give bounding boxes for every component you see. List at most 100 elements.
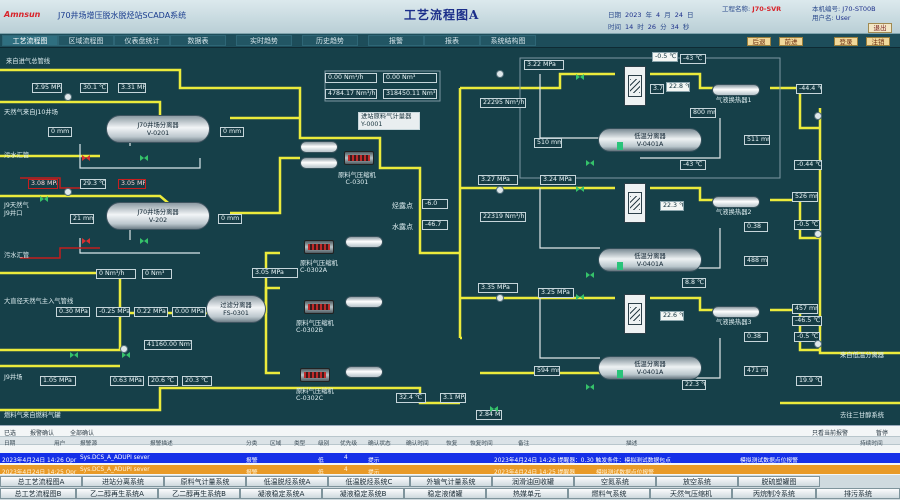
bnav-vent[interactable]: 放空系统 xyxy=(656,476,738,487)
col-desc[interactable]: 报警描述 xyxy=(150,441,173,447)
bnav-export-meter[interactable]: 外输气计量系统 xyxy=(410,476,492,487)
valve-green-8[interactable] xyxy=(586,384,594,390)
lt-separator-3[interactable]: 低温分离器 V-0401A xyxy=(598,356,702,380)
valve-green-11[interactable] xyxy=(576,294,584,300)
login-button[interactable]: 登录 xyxy=(834,37,858,46)
lt-separator-2[interactable]: 低温分离器 V-0401A xyxy=(598,248,702,272)
separator-v0201[interactable]: J70井场分离器 V-0201 xyxy=(106,115,210,143)
compressor-c0302b[interactable] xyxy=(304,300,334,314)
valve-green-5[interactable] xyxy=(122,352,130,358)
col-priority[interactable]: 优先级 xyxy=(340,441,358,447)
alarm-ack-button[interactable]: 报警确认 xyxy=(30,430,55,437)
col-area[interactable]: 区域 xyxy=(270,441,282,447)
bnav-drain[interactable]: 排污系统 xyxy=(816,488,900,499)
bnav-air-nitrogen[interactable]: 空氮系统 xyxy=(574,476,656,487)
bnav-raw-gas-meter[interactable]: 原料气计量系统 xyxy=(164,476,246,487)
instrument-7[interactable] xyxy=(496,70,504,78)
tab-process-flow[interactable]: 工艺流程图 xyxy=(2,35,58,46)
instrument-1[interactable] xyxy=(64,93,72,101)
instrument-8[interactable] xyxy=(496,186,504,194)
exit-button[interactable]: 退出 xyxy=(868,23,892,33)
col-duration[interactable]: 持续时间 xyxy=(860,441,883,447)
tab-area-flow[interactable]: 区域流程图 xyxy=(58,35,114,46)
valve-green-1[interactable] xyxy=(140,155,148,161)
hx-cooler-3[interactable] xyxy=(712,306,760,318)
tab-data-table[interactable]: 数据表 xyxy=(170,35,226,46)
bnav-oil-recovery[interactable]: 润滑油回收罐 xyxy=(492,476,574,487)
flow-meter-box[interactable]: 进站原料气计量器 Y-0001 xyxy=(358,112,420,130)
separator-v202[interactable]: J70井场分离器 V-202 xyxy=(106,202,210,230)
col-category[interactable]: 分类 xyxy=(246,441,258,447)
valve-green-7[interactable] xyxy=(586,272,594,278)
hx-cooler-2[interactable] xyxy=(712,196,760,208)
valve-green-3[interactable] xyxy=(40,196,48,202)
bnav-desulfur[interactable]: 脱硫塑罐图 xyxy=(738,476,820,487)
alarm-pause-button[interactable]: 暂停 xyxy=(876,430,889,437)
tab-system-structure[interactable]: 系统结构图 xyxy=(480,35,536,46)
bnav-fuel-gas[interactable]: 燃料气系统 xyxy=(568,488,650,499)
heat-exchanger-1[interactable] xyxy=(624,66,646,106)
col-level[interactable]: 级别 xyxy=(318,441,330,447)
col-recovery[interactable]: 恢复 xyxy=(446,441,458,447)
tab-gauge-stats[interactable]: 仪表盘统计 xyxy=(114,35,170,46)
instrument-9[interactable] xyxy=(496,294,504,302)
alarm-selected-label[interactable]: 已选 xyxy=(4,430,17,437)
col-description[interactable]: 描述 xyxy=(626,441,638,447)
col-ack-time[interactable]: 确认时间 xyxy=(406,441,429,447)
water-point-label: 水露点 xyxy=(392,223,413,231)
tab-realtime-trend[interactable]: 实时趋势 xyxy=(236,35,292,46)
valve-green-9[interactable] xyxy=(576,74,584,80)
heat-exchanger-2[interactable] xyxy=(624,183,646,223)
bnav-condensate-a[interactable]: 凝液稳定系统A xyxy=(240,488,322,499)
col-user[interactable]: 用户 xyxy=(54,441,66,447)
valve-red-2[interactable] xyxy=(82,238,90,244)
valve-green-10[interactable] xyxy=(576,186,584,192)
bnav-inlet-separation[interactable]: 进站分离系统 xyxy=(82,476,164,487)
alarm-row-2[interactable]: 2023年4月24日 14:25 Opr Sys.DCS_A_ADUPI sev… xyxy=(0,465,900,476)
back-button[interactable]: 后退 xyxy=(747,37,771,46)
instrument-3[interactable] xyxy=(120,345,128,353)
bnav-gas-compressor[interactable]: 天然气压缩机 xyxy=(650,488,732,499)
valve-red-1[interactable] xyxy=(82,155,90,161)
tab-history-trend[interactable]: 历史趋势 xyxy=(302,35,358,46)
alarm-row-1[interactable]: 2023年4月24日 14:26 Opr Sys.DCS_A_ADUPI sev… xyxy=(0,453,900,464)
col-ack-status[interactable]: 确认状态 xyxy=(368,441,391,447)
valve-green-2[interactable] xyxy=(140,238,148,244)
valve-green-6[interactable] xyxy=(586,160,594,166)
compressor-c0302a[interactable] xyxy=(304,240,334,254)
tab-report[interactable]: 报表 xyxy=(424,35,480,46)
bnav-stable-tank[interactable]: 稳定液储罐 xyxy=(404,488,486,499)
valve-green-12[interactable] xyxy=(490,406,498,412)
bnav-lt-deh-c[interactable]: 低温脱烃系统C xyxy=(328,476,410,487)
instrument-5[interactable] xyxy=(814,230,822,238)
logout-button[interactable]: 注销 xyxy=(866,37,890,46)
bnav-main-flow-a[interactable]: 总工艺流程图A xyxy=(0,476,82,487)
compressor-c0301[interactable] xyxy=(344,151,374,165)
lt-separator-1[interactable]: 低温分离器 V-0401A xyxy=(598,128,702,152)
p5-readout: 3.05 MPa xyxy=(252,268,298,278)
instrument-6[interactable] xyxy=(814,340,822,348)
bnav-main-flow-b[interactable]: 总工艺流程图B xyxy=(0,488,76,499)
col-type[interactable]: 类型 xyxy=(294,441,306,447)
alarm-current-only-toggle[interactable]: 只看当前报警 xyxy=(812,430,849,437)
bnav-meg-a[interactable]: 乙二醇再生系统A xyxy=(76,488,158,499)
col-source[interactable]: 报警源 xyxy=(80,441,98,447)
tab-alarm[interactable]: 报警 xyxy=(368,35,424,46)
bnav-condensate-b[interactable]: 凝液稳定系统B xyxy=(322,488,404,499)
forward-button[interactable]: 前进 xyxy=(779,37,803,46)
valve-green-4[interactable] xyxy=(70,352,78,358)
bnav-meg-b[interactable]: 乙二醇再生系统B xyxy=(158,488,240,499)
col-note[interactable]: 备注 xyxy=(518,441,530,447)
heat-exchanger-3[interactable] xyxy=(624,294,646,334)
instrument-2[interactable] xyxy=(64,188,72,196)
bnav-propane[interactable]: 丙烷制冷系统 xyxy=(732,488,816,499)
compressor-c0302c[interactable] xyxy=(300,368,330,382)
col-date[interactable]: 日期 xyxy=(4,441,16,447)
hx-cooler-1[interactable] xyxy=(712,84,760,96)
bnav-lt-deh-a[interactable]: 低温脱烃系统A xyxy=(246,476,328,487)
filter-separator-fs0301[interactable]: 过滤分离器 FS-0301 xyxy=(206,295,266,323)
bnav-heat-medium[interactable]: 热媒单元 xyxy=(486,488,568,499)
col-recovery-time[interactable]: 恢复时间 xyxy=(470,441,493,447)
alarm-ack-all-button[interactable]: 全部确认 xyxy=(70,430,95,437)
instrument-4[interactable] xyxy=(814,112,822,120)
